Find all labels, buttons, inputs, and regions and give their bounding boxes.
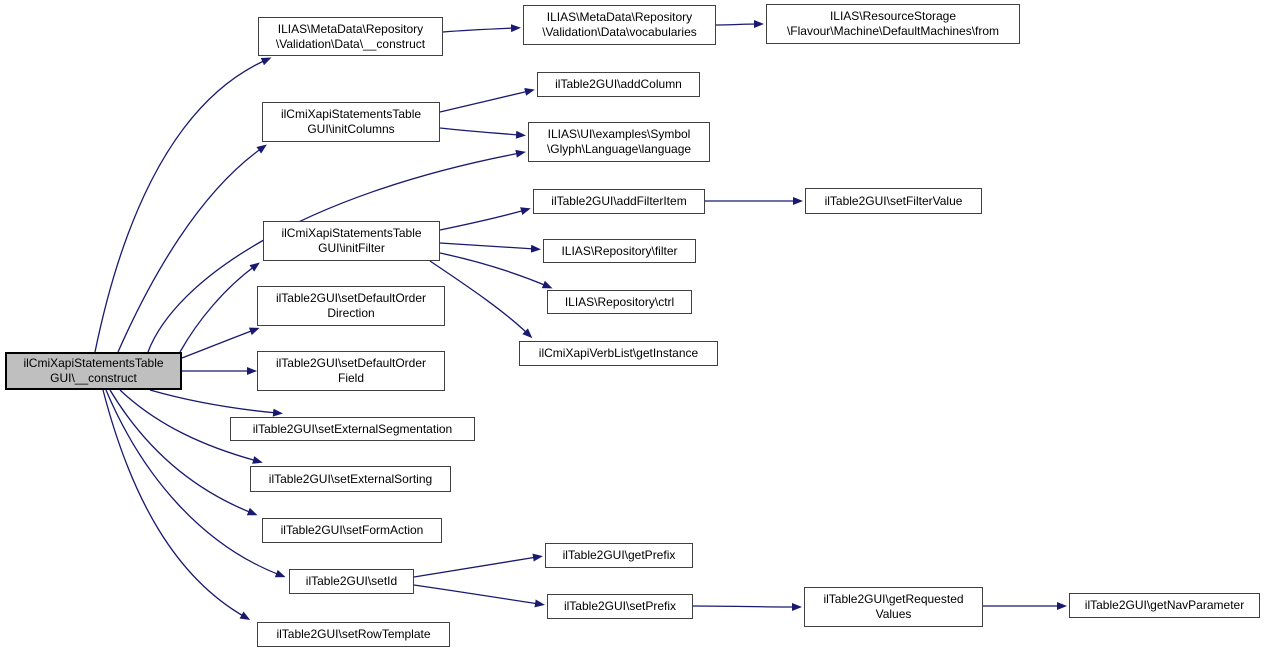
edge-initcolumns-to-language [439,127,526,139]
edge-cmixapi-construct-to-setexternalsorting [119,389,263,464]
edge-cmixapi-construct-to-setid [105,389,286,578]
node-repository-filter[interactable]: ILIAS\Repository\filter [543,239,696,263]
node-verblist-getinstance[interactable]: ilCmiXapiVerbList\getInstance [519,341,718,366]
edge-cmixapi-construct-to-metadata-construct [94,57,272,353]
node-setexternalsorting[interactable]: ilTable2GUI\setExternalSorting [250,466,451,492]
node-setrowtemplate[interactable]: ilTable2GUI\setRowTemplate [257,622,450,647]
node-getprefix[interactable]: ilTable2GUI\getPrefix [545,543,693,568]
edge-cmixapi-construct-to-setrowtemplate [102,389,251,620]
node-setdefaultorderdirection[interactable]: ilTable2GUI\setDefaultOrder Direction [257,286,445,326]
edge-cmixapi-construct-to-setexternalsegmentation [149,389,283,417]
edge-cmixapi-construct-to-setdefaultorderdirection [181,327,260,359]
node-cmixapi-construct: ilCmiXapiStatementsTable GUI\__construct [5,352,182,390]
node-setformaction[interactable]: ilTable2GUI\setFormAction [262,518,442,543]
edge-initfilter-to-repository-ctrl [439,252,553,289]
edge-setprefix-to-getrequestedvalues [692,602,802,611]
edge-metadata-construct-to-vocabularies [442,24,521,33]
edge-initfilter-to-repository-filter [439,242,541,253]
edge-setid-to-getprefix [413,553,543,578]
node-getnavparameter[interactable]: ilTable2GUI\getNavParameter [1069,593,1260,618]
node-initcolumns[interactable]: ilCmiXapiStatementsTable GUI\initColumns [262,102,440,142]
node-metadata-construct[interactable]: ILIAS\MetaData\Repository \Validation\Da… [258,17,443,56]
node-initfilter[interactable]: ilCmiXapiStatementsTable GUI\initFilter [263,221,440,261]
node-setprefix[interactable]: ilTable2GUI\setPrefix [547,594,693,619]
edge-initcolumns-to-addcolumn [439,88,535,113]
node-getrequestedvalues[interactable]: ilTable2GUI\getRequested Values [804,587,983,627]
edge-cmixapi-construct-to-setformaction [109,389,258,516]
edge-cmixapi-construct-to-initcolumns [117,144,267,353]
node-addcolumn[interactable]: ilTable2GUI\addColumn [537,72,700,97]
node-setexternalsegmentation[interactable]: ilTable2GUI\setExternalSegmentation [230,417,475,441]
edge-initfilter-to-verblist-getinstance [429,260,533,339]
edge-cmixapi-construct-to-language [147,149,526,353]
node-vocabularies[interactable]: ILIAS\MetaData\Repository \Validation\Da… [523,5,716,45]
node-repository-ctrl[interactable]: ILIAS\Repository\ctrl [547,290,692,314]
edge-vocabularies-to-defaultmachines-from [715,20,764,29]
node-setfiltervalue[interactable]: ilTable2GUI\setFilterValue [805,188,982,214]
node-language[interactable]: ILIAS\UI\examples\Symbol \Glyph\Language… [528,122,710,162]
edge-cmixapi-construct-to-initfilter [179,262,260,353]
edge-initfilter-to-addfilteritem [439,207,531,231]
node-addfilteritem[interactable]: ilTable2GUI\addFilterItem [533,189,705,214]
node-setid[interactable]: ilTable2GUI\setId [289,569,414,594]
node-defaultmachines-from[interactable]: ILIAS\ResourceStorage \Flavour\Machine\D… [766,4,1020,44]
edge-setid-to-setprefix [413,584,545,608]
node-setdefaultorderfield[interactable]: ilTable2GUI\setDefaultOrder Field [257,351,445,391]
